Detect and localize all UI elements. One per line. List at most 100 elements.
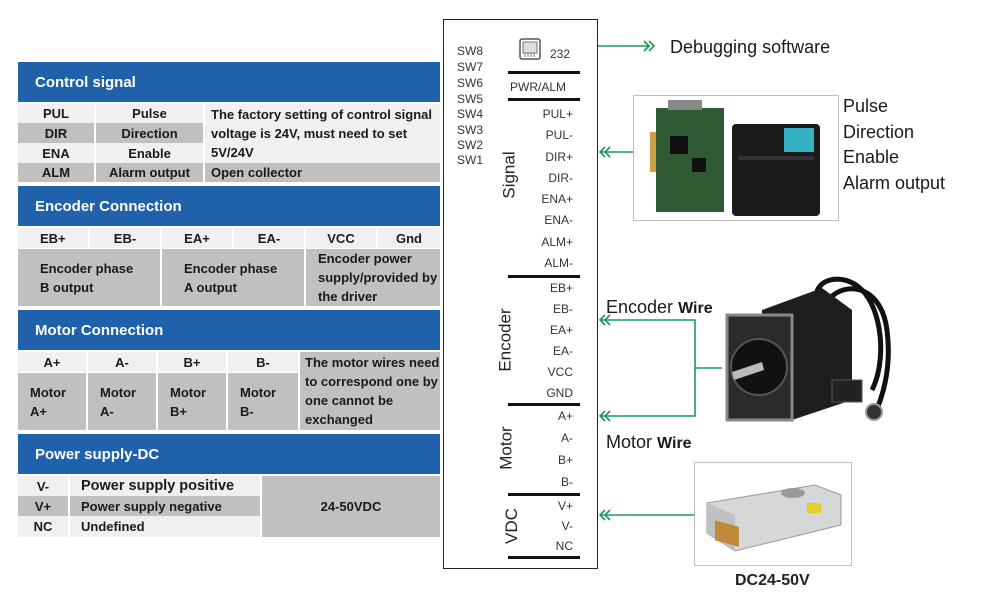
enc-pin-ea-minus: EA- xyxy=(234,228,304,248)
pwr-pin-v-minus: V- xyxy=(18,476,68,496)
divider xyxy=(508,403,580,406)
motor-pin-a-minus: A- xyxy=(88,352,156,372)
servo-motor-photo xyxy=(725,276,891,422)
pin-alm-name: Alarm output xyxy=(96,163,203,182)
divider xyxy=(508,98,580,101)
terminal-pul-plus: PUL+ xyxy=(542,107,573,121)
controller-photo xyxy=(633,95,839,221)
terminal-a-plus: A+ xyxy=(557,409,573,423)
motor-pin-b-plus: B+ xyxy=(158,352,226,372)
enc-desc-power: Encoder power supply/provided by the dri… xyxy=(306,249,440,306)
dip-switch-sw7: SW7 xyxy=(457,60,484,74)
enc-desc-phase-b: Encoder phase B output xyxy=(18,249,160,306)
pwr-pin-v-plus: V+ xyxy=(18,496,68,516)
motor-wire-text: Motor xyxy=(606,432,653,452)
enc-pin-ea-plus: EA+ xyxy=(162,228,232,248)
pin-dir-name: Direction xyxy=(96,123,203,143)
terminal-ea-minus: EA- xyxy=(552,344,573,358)
enc-pin-eb-plus: EB+ xyxy=(18,228,88,248)
terminal-b-minus: B- xyxy=(561,475,573,489)
pwr-pin-nc-name: Undefined xyxy=(70,516,260,537)
enc-pin-eb-minus: EB- xyxy=(90,228,160,248)
terminal-alm-minus: ALM- xyxy=(544,256,573,270)
controller-label-enable: Enable xyxy=(843,147,900,167)
motor-desc-a-plus: Motor A+ xyxy=(18,373,86,430)
terminal-ena-plus: ENA+ xyxy=(541,192,573,206)
motor-wire-label: Motor Wire xyxy=(606,432,692,453)
controller-label-alarm-output: Alarm output xyxy=(843,173,946,193)
alm-open-collector-note: Open collector xyxy=(205,163,440,182)
pwr-pin-v-minus-name: Power supply positive xyxy=(70,476,260,496)
encoder-connection-title: Encoder Connection xyxy=(35,197,182,215)
motor-connection-title: Motor Connection xyxy=(35,321,164,339)
pin-ena-name: Enable xyxy=(96,143,203,163)
driver-terminal-diagram: SW8 SW7 SW6 SW5 SW4 SW3 SW2 SW1 232 PWR/… xyxy=(443,19,598,569)
pin-pul: PUL xyxy=(18,104,94,123)
control-voltage-note: The factory setting of control signal vo… xyxy=(205,104,440,163)
pwr-voltage-range: 24-50VDC xyxy=(262,476,440,537)
arrow-from-controller xyxy=(598,146,633,158)
divider xyxy=(508,71,580,74)
motor-desc-b-minus: Motor B- xyxy=(228,373,298,430)
arrow-to-debugging-software xyxy=(598,40,656,52)
motor-wire-note: The motor wires need to correspond one b… xyxy=(300,352,440,430)
terminal-a-minus: A- xyxy=(561,431,573,445)
pin-ena: ENA xyxy=(18,143,94,163)
power-supply-title: Power supply-DC xyxy=(35,445,160,463)
power-supply-header: Power supply-DC xyxy=(18,434,440,474)
motor-connection-header: Motor Connection xyxy=(18,310,440,350)
dip-switch-sw3: SW3 xyxy=(457,123,484,137)
divider xyxy=(508,275,580,278)
terminal-ena-minus: ENA- xyxy=(544,213,573,227)
rj45-port-icon xyxy=(519,38,541,60)
controller-board-icon xyxy=(650,100,820,216)
terminal-v-plus: V+ xyxy=(557,499,573,513)
dip-switch-sw2: SW2 xyxy=(457,138,484,152)
enc-desc-phase-a: Encoder phase A output xyxy=(162,249,304,306)
motor-pin-a-plus: A+ xyxy=(18,352,86,372)
pwr-alm-led-label: PWR/ALM xyxy=(510,80,567,94)
terminal-vcc: VCC xyxy=(547,365,573,379)
arrow-motor-wire xyxy=(598,368,696,422)
enc-pin-gnd: Gnd xyxy=(378,228,440,248)
terminal-alm-plus: ALM+ xyxy=(541,235,573,249)
encoder-wire-label: Encoder Wire xyxy=(606,297,713,318)
arrow-from-power-supply xyxy=(598,509,695,521)
terminal-gnd: GND xyxy=(546,386,573,400)
debugging-software-label: Debugging software xyxy=(670,37,831,57)
dip-switch-sw6: SW6 xyxy=(457,76,484,90)
divider xyxy=(508,556,580,559)
terminal-dir-plus: DIR+ xyxy=(545,150,573,164)
encoder-wire-text: Encoder xyxy=(606,297,674,317)
terminal-dir-minus: DIR- xyxy=(548,171,573,185)
dip-switch-sw4: SW4 xyxy=(457,107,484,121)
rs232-port-label: 232 xyxy=(550,47,571,61)
enc-pin-vcc: VCC xyxy=(306,228,376,248)
pwr-pin-nc: NC xyxy=(18,516,68,537)
power-supply-voltage-label: DC24-50V xyxy=(735,572,810,589)
terminal-ea-plus: EA+ xyxy=(549,323,573,337)
pin-alm: ALM xyxy=(18,163,94,182)
pin-pul-name: Pulse xyxy=(96,104,203,123)
arrow-encoder-wire xyxy=(598,314,722,369)
pwr-pin-v-plus-name: Power supply negative xyxy=(70,496,260,516)
motor-wire-bold-text: Wire xyxy=(657,435,692,452)
terminal-eb-minus: EB- xyxy=(552,302,573,316)
terminal-v-minus: V- xyxy=(561,519,573,533)
dip-switch-sw5: SW5 xyxy=(457,92,484,106)
dip-switch-sw8: SW8 xyxy=(457,44,484,58)
encoder-wire-bold-text: Wire xyxy=(678,300,713,317)
encoder-connection-header: Encoder Connection xyxy=(18,186,440,226)
motor-desc-b-plus: Motor B+ xyxy=(158,373,226,430)
control-signal-header: Control signal xyxy=(18,62,440,102)
divider xyxy=(508,493,580,496)
control-signal-title: Control signal xyxy=(35,73,136,91)
dip-switch-sw1: SW1 xyxy=(457,153,484,167)
psu-icon xyxy=(706,484,842,552)
terminal-b-plus: B+ xyxy=(557,453,573,467)
controller-label-pulse: Pulse xyxy=(843,96,889,116)
motor-desc-a-minus: Motor A- xyxy=(88,373,156,430)
terminal-nc: NC xyxy=(555,539,573,553)
pin-dir: DIR xyxy=(18,123,94,143)
